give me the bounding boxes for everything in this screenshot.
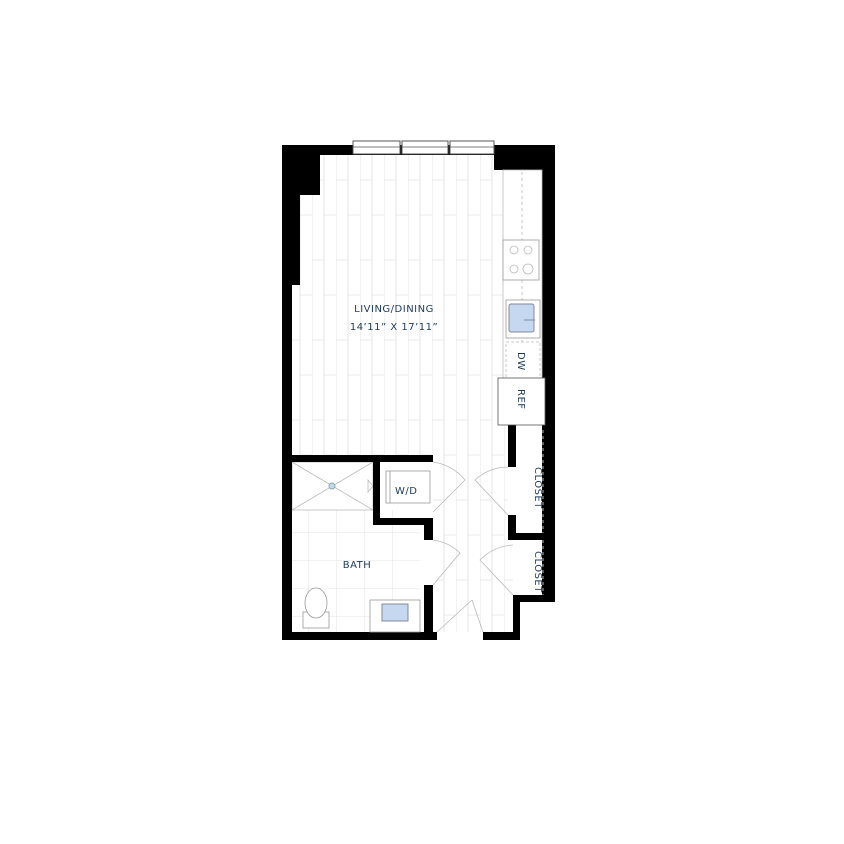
closet-1: CLOSET (474, 430, 544, 533)
walls (282, 145, 555, 640)
washer-dryer: W/D (385, 461, 466, 513)
dishwasher: DW (505, 341, 541, 379)
bath-door-swing (432, 539, 461, 586)
closet-1-label: CLOSET (532, 467, 543, 509)
closet-2-label: CLOSET (532, 551, 543, 593)
cooktop (502, 239, 540, 281)
living-room-dimensions: 14’11” X 17’11” (350, 322, 438, 333)
dw-label: DW (515, 352, 526, 371)
kitchen-sink (505, 299, 541, 339)
shower (291, 461, 374, 511)
ref-label: REF (515, 389, 526, 410)
windows (352, 140, 495, 155)
bath-vanity (369, 599, 421, 633)
closet-2: CLOSET (479, 540, 544, 596)
bath-label: BATH (343, 560, 372, 571)
living-room-name: LIVING/DINING (354, 304, 434, 315)
wd-label: W/D (395, 486, 417, 497)
entry-door-swing (436, 599, 484, 633)
refrigerator: REF (497, 377, 546, 426)
toilet (302, 587, 330, 629)
living-floor (292, 155, 513, 632)
